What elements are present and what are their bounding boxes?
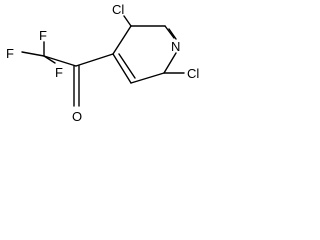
bond-carbonyl-cf3 xyxy=(43,55,77,67)
atom-cl-right: Cl xyxy=(187,66,199,81)
bond-c5-cl xyxy=(123,15,132,27)
atom-n: N xyxy=(171,39,180,54)
bond-cf3-f-left xyxy=(21,51,45,57)
atom-o: O xyxy=(72,109,82,124)
atom-f-left: F xyxy=(6,46,14,61)
trifluoroacetyl-group xyxy=(21,41,114,107)
atom-f-right: F xyxy=(55,65,63,80)
chemical-structure: Cl N Cl F F F O xyxy=(6,2,199,124)
atom-f-top: F xyxy=(39,28,47,43)
bond-cf3-f-right xyxy=(43,55,56,64)
bond-c4-c5 xyxy=(112,25,132,55)
bond-c3-c4-b xyxy=(118,53,136,79)
bond-c2-c3 xyxy=(130,72,165,84)
bond-n1-c2 xyxy=(163,52,177,74)
bond-c3-c4-a xyxy=(112,53,132,84)
pyridine-ring xyxy=(112,25,177,84)
atom-cl-top: Cl xyxy=(112,2,124,17)
bond-c6-n1-a xyxy=(164,25,175,39)
bond-c6-n1-b xyxy=(168,28,177,40)
bond-c4-carbonyl xyxy=(75,53,114,67)
